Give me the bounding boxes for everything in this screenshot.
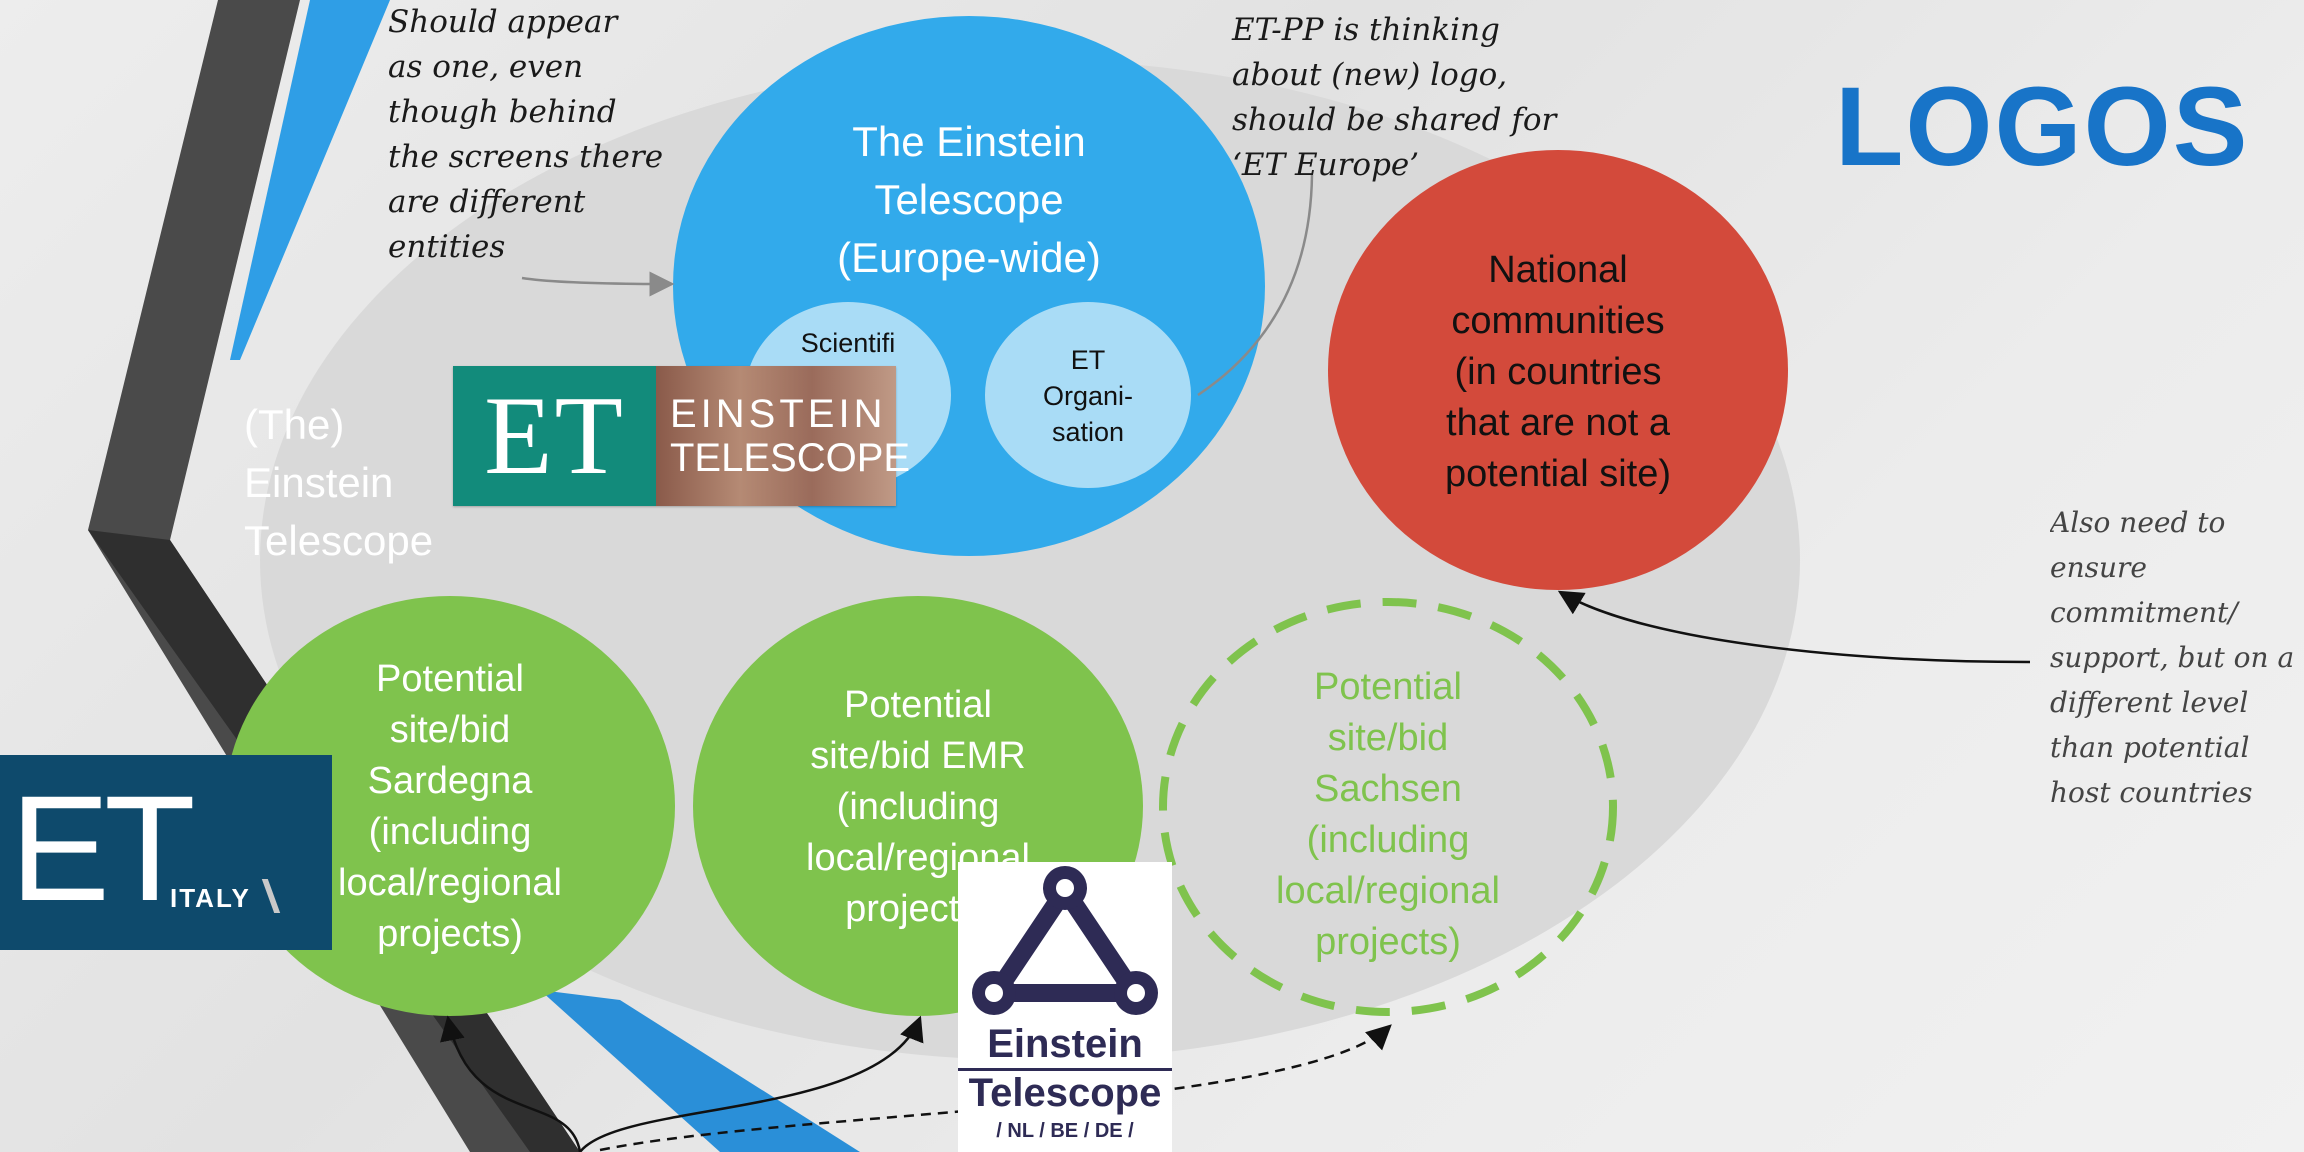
page-title: LOGOS xyxy=(1835,64,2250,189)
region-label-line: Telescope xyxy=(244,517,434,564)
organisation-label-line: Organi- xyxy=(1042,381,1134,411)
note-line: though behind xyxy=(388,94,617,130)
sardegna-label-line: Potential xyxy=(376,658,524,700)
dark-chevron-shape xyxy=(88,0,580,1152)
region-label-line: Einstein xyxy=(244,459,394,506)
national-label-line: potential site) xyxy=(1444,453,1671,495)
blue-accent-top xyxy=(230,0,390,360)
note-to-organisation-connector xyxy=(1197,174,1314,397)
note-line: commitment/ xyxy=(2050,596,2238,629)
national-label-line: that are not a xyxy=(1446,402,1670,444)
et-logo-line: TELESCOPE xyxy=(670,436,911,480)
et-nl-be-de-logo: Einstein Telescope / NL / BE / DE / xyxy=(958,862,1172,1152)
organisation-circle xyxy=(985,302,1191,488)
sachsen-label-line: site/bid xyxy=(1327,717,1449,759)
scientific-circle-label: Scientifi xyxy=(800,328,896,358)
emr-label-line: Potential xyxy=(844,684,992,726)
note-line: are different xyxy=(388,184,586,220)
europe-circle-label: The Einstein Telescope (Europe-wide) xyxy=(769,113,1169,287)
national-circle-label: National communities (in countries that … xyxy=(1378,245,1738,500)
emr-circle-label: Potential site/bid EMR (including local/… xyxy=(768,680,1068,935)
logo-to-sachsen-arrow xyxy=(599,1024,1392,1152)
note-line: Should appear xyxy=(388,4,618,40)
organisation-label-line: ET xyxy=(1070,345,1106,375)
et-italy-logo: ET ITALY xyxy=(0,755,332,950)
note-line: ET-PP is thinking xyxy=(1232,12,1500,48)
nl-logo-line2: Telescope xyxy=(958,1068,1172,1116)
sardegna-label-line: site/bid xyxy=(389,709,511,751)
logo-to-emr-arrow xyxy=(579,1015,924,1152)
triangle-logo-icon xyxy=(972,866,1158,1015)
commitment-to-national-arrow xyxy=(1557,590,2031,664)
organisation-circle-label: ET Organi- sation xyxy=(1008,342,1168,450)
note-line: host countries xyxy=(2050,776,2253,809)
note-line: ensure xyxy=(2050,551,2147,584)
note-commitment: Also need to ensure commitment/ support,… xyxy=(2050,500,2304,815)
et-logo-mark: ET xyxy=(453,366,656,506)
note-line: support, but on a xyxy=(2050,641,2295,674)
note-line: the screens there xyxy=(388,139,664,175)
sachsen-circle-label: Potential site/bid Sachsen (including lo… xyxy=(1238,662,1538,968)
note-line: ‘ET Europe’ xyxy=(1232,147,1420,183)
note-line: entities xyxy=(388,229,506,265)
sardegna-circle xyxy=(225,596,675,1016)
nl-logo-line3: / NL / BE / DE / xyxy=(996,1120,1134,1142)
et-italy-slash xyxy=(261,879,281,913)
sachsen-label-line: (including xyxy=(1306,819,1470,861)
organisation-label-line: sation xyxy=(1051,417,1125,447)
note-line: about (new) logo, xyxy=(1232,57,1508,93)
emr-label-line: (including xyxy=(836,786,1000,828)
sardegna-label-line: local/regional xyxy=(338,862,562,904)
einstein-telescope-region-label: (The) Einstein Telescope xyxy=(244,396,433,570)
note-line: than potential xyxy=(2050,731,2250,764)
sachsen-circle xyxy=(1159,598,1617,1016)
sachsen-label-line: local/regional xyxy=(1276,870,1500,912)
region-label-line: (The) xyxy=(244,401,345,448)
national-label-line: (in countries xyxy=(1454,351,1662,393)
note-line: as one, even xyxy=(388,49,584,85)
note-to-europe-arrow xyxy=(521,271,675,297)
national-circle xyxy=(1328,150,1788,590)
nl-logo-line1: Einstein xyxy=(987,1022,1143,1066)
national-label-line: communities xyxy=(1451,300,1665,342)
sachsen-label-line: projects) xyxy=(1315,921,1461,963)
note-line: Also need to xyxy=(2050,506,2226,539)
note-line: should be shared for xyxy=(1232,102,1557,138)
national-label-line: National xyxy=(1488,249,1628,291)
europe-label-line: The Einstein xyxy=(852,118,1086,165)
europe-label-line: Telescope xyxy=(874,176,1064,223)
sachsen-label-line: Sachsen xyxy=(1314,768,1462,810)
sardegna-label-line: (including xyxy=(368,811,532,853)
logo-to-sardegna-arrow xyxy=(440,1015,582,1152)
emr-label-line: site/bid EMR xyxy=(810,735,1026,777)
sardegna-label-line: Sardegna xyxy=(367,760,533,802)
sardegna-circle-label: Potential site/bid Sardegna (including l… xyxy=(300,654,600,960)
et-italy-sub: ITALY xyxy=(170,883,251,913)
note-line: different level xyxy=(2050,686,2249,719)
sardegna-label-line: projects) xyxy=(377,913,523,955)
sachsen-label-line: Potential xyxy=(1314,666,1462,708)
et-logo-line: EINSTEIN xyxy=(670,392,887,436)
note-et-pp-logo: ET-PP is thinking about (new) logo, shou… xyxy=(1232,8,1556,188)
et-einstein-telescope-logo: ET EINSTEIN TELESCOPE xyxy=(453,366,911,506)
blue-accent-bottom xyxy=(540,990,860,1152)
europe-label-line: (Europe-wide) xyxy=(837,234,1101,281)
et-logo-wordmark: EINSTEIN TELESCOPE xyxy=(656,366,911,506)
note-appear-as-one: Should appear as one, even though behind… xyxy=(388,0,663,270)
et-italy-mark: ET xyxy=(10,764,196,932)
